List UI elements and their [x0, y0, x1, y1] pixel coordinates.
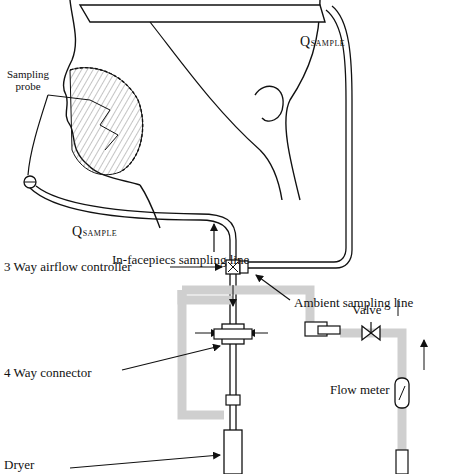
part-label: 4 Way connector [4, 366, 92, 380]
part-label: Dryer [4, 458, 34, 472]
head [64, 0, 325, 228]
part-label: Valve [352, 303, 382, 317]
part-label: Flow meter [330, 383, 390, 397]
flow-label: QSAMPLE [72, 224, 117, 239]
part-label: Sampling probe [4, 68, 52, 92]
part-label: 3 Way airflow controller [4, 260, 132, 274]
flow-label: QSAMPLE [300, 34, 345, 49]
part-label: In-facepiecs sampling line [112, 253, 249, 267]
